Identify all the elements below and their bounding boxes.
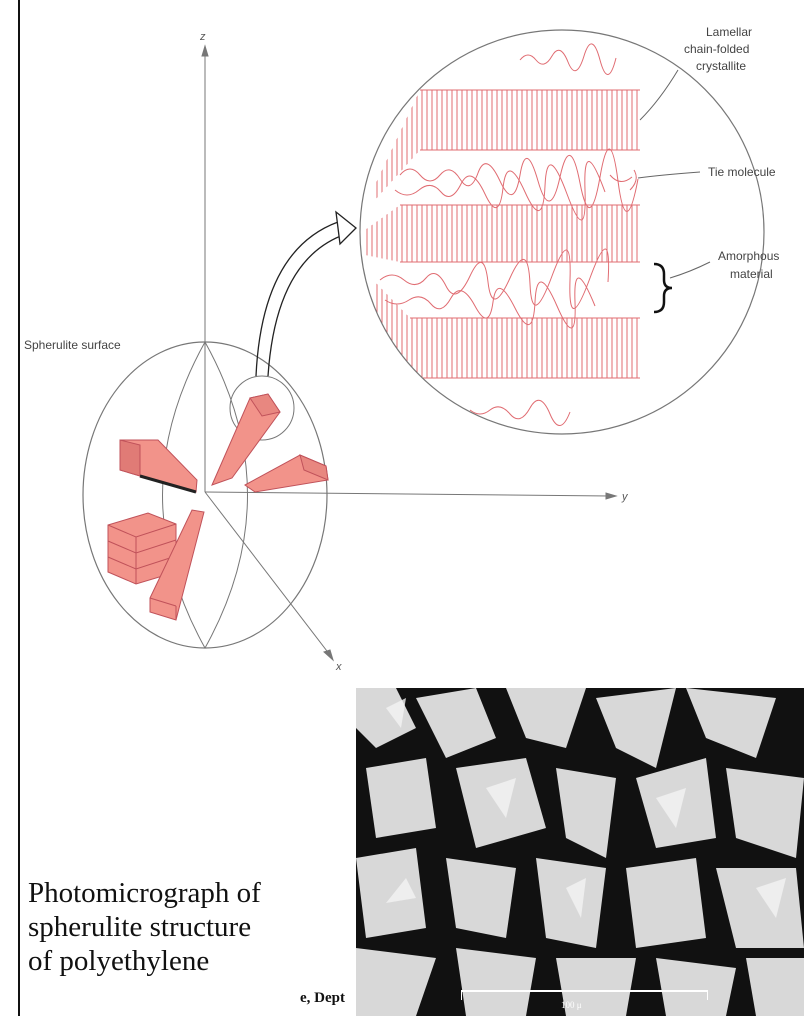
lamellar-band-3 xyxy=(375,282,640,378)
cut-off-footer-text: e, Dept xyxy=(300,990,345,1007)
caption-line3: of polyethylene xyxy=(28,944,328,978)
scale-bar-label: 100 μ xyxy=(561,1000,582,1010)
scale-bar xyxy=(461,990,708,1000)
amorphous-brace-icon xyxy=(654,264,672,312)
spherulite-photomicrograph: 100 μ xyxy=(356,688,804,1016)
lamellar-band-1 xyxy=(375,90,640,200)
caption-line2: spherulite structure xyxy=(28,910,328,944)
caption-line1: Photomicrograph of xyxy=(28,876,328,910)
crystallite-blocks xyxy=(108,394,328,620)
y-axis-arrowhead-icon xyxy=(606,493,616,499)
zoom-arrows xyxy=(256,212,356,376)
lamellar-label-line1: Lamellar xyxy=(706,25,752,39)
x-axis-label: x xyxy=(335,661,342,673)
x-axis-arrowhead-icon xyxy=(324,650,333,660)
y-axis xyxy=(205,492,610,496)
photomicrograph-image xyxy=(356,688,804,1016)
z-axis-arrowhead-icon xyxy=(202,46,208,56)
y-axis-label: y xyxy=(621,491,629,503)
x-axis xyxy=(205,492,330,655)
tie-molecule-label: Tie molecule xyxy=(708,165,776,179)
photomicrograph-caption: Photomicrograph of spherulite structure … xyxy=(28,876,328,978)
spherulite-diagram: z y x Spherulite surface xyxy=(0,0,804,690)
amorphous-label-line2: material xyxy=(730,267,773,281)
zoom-arrowhead-icon xyxy=(336,212,356,244)
spherulite-surface-label: Spherulite surface xyxy=(24,338,121,352)
lamellar-band-2 xyxy=(365,205,640,262)
leader-lines xyxy=(638,70,710,278)
z-axis-label: z xyxy=(199,31,206,43)
amorphous-label-line1: Amorphous xyxy=(718,249,779,263)
magnified-lamellae xyxy=(365,44,640,426)
lamellar-label-line2: chain-folded xyxy=(684,42,749,56)
lamellar-label-line3: crystallite xyxy=(696,59,746,73)
